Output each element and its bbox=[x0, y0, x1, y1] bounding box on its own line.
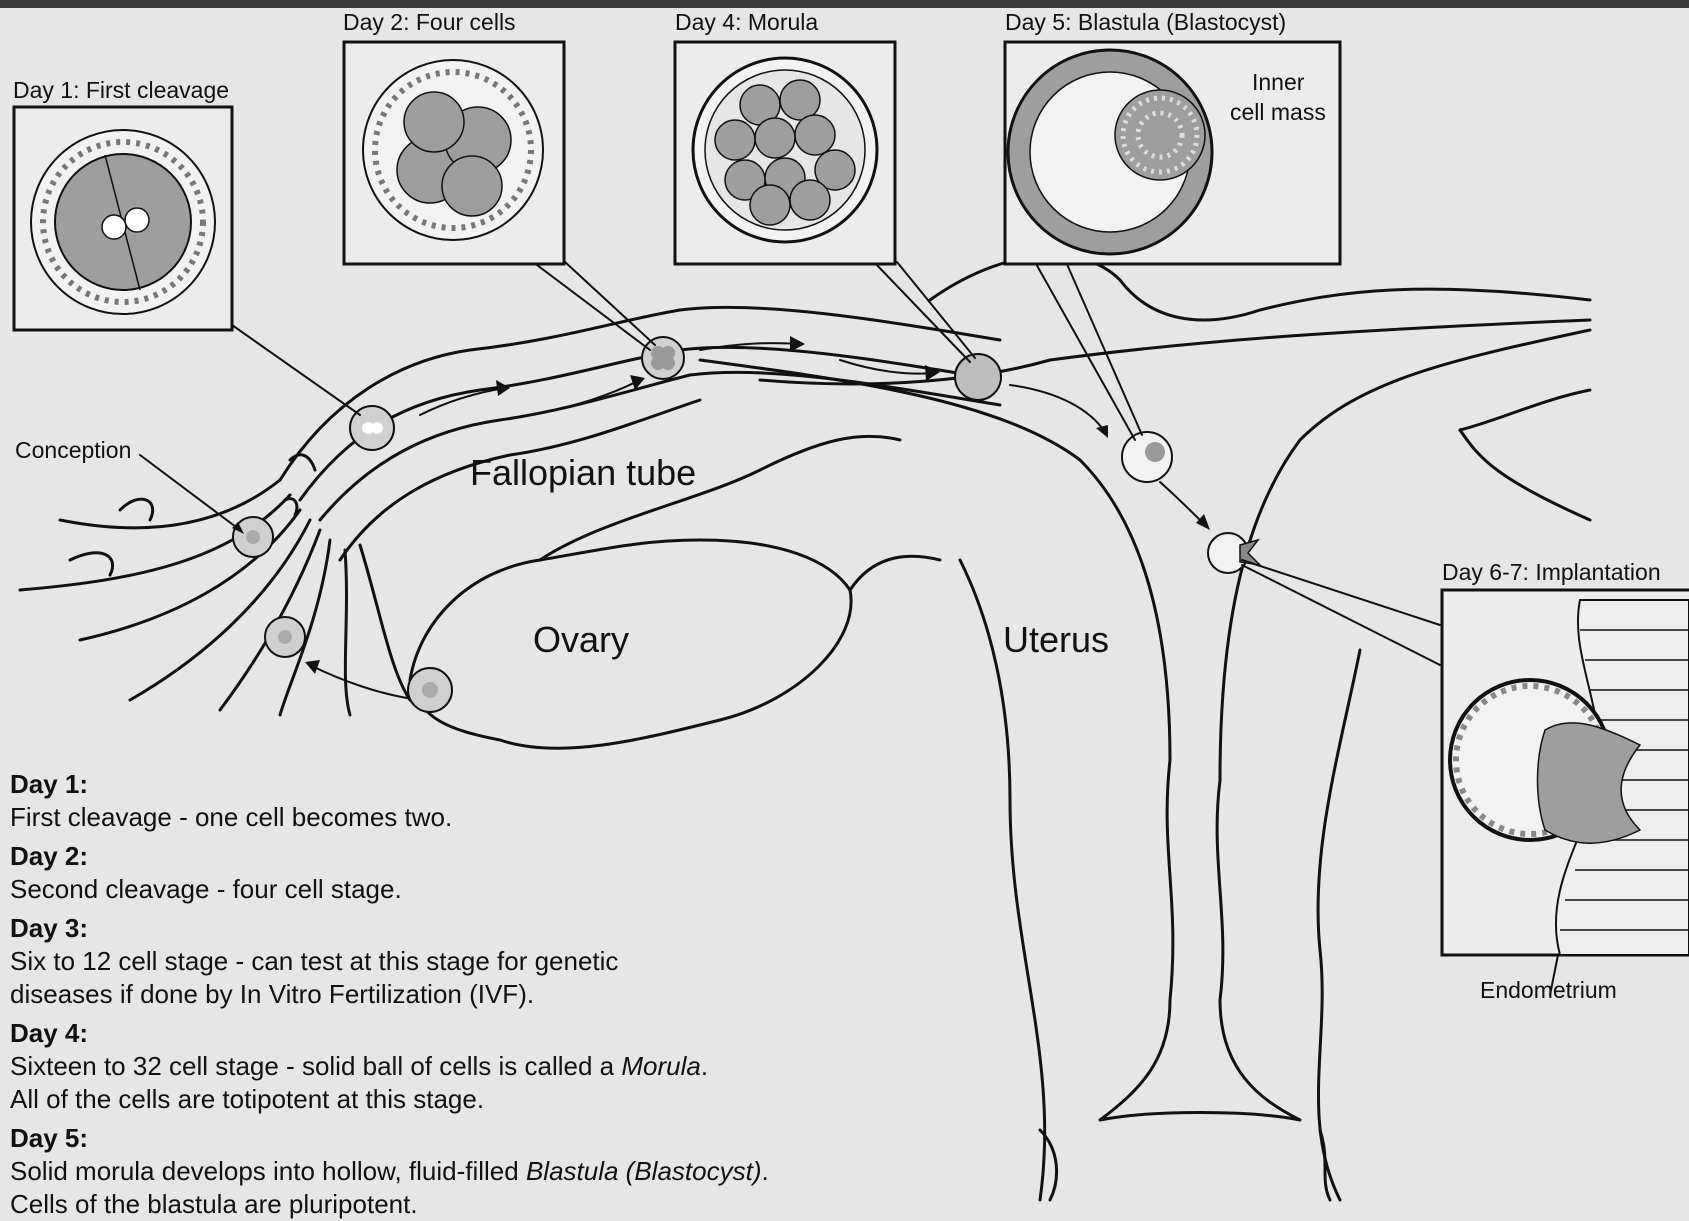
day67-label: Day 6-7: Implantation bbox=[1442, 559, 1661, 585]
day67-callout bbox=[1442, 590, 1689, 955]
uterus-label: Uterus bbox=[1003, 619, 1109, 660]
day4-label: Day 4: Morula bbox=[675, 9, 818, 35]
stage-legend: Day 1: First cleavage - one cell becomes… bbox=[10, 762, 910, 1221]
legend-day5-heading: Day 5: bbox=[10, 1122, 910, 1155]
cell-day4 bbox=[955, 354, 1001, 400]
endometrium-label: Endometrium bbox=[1480, 977, 1617, 1003]
day2-label: Day 2: Four cells bbox=[343, 9, 516, 35]
legend-day1-text: First cleavage - one cell becomes two. bbox=[10, 801, 910, 834]
legend-day5-text-line2: Cells of the blastula are pluripotent. bbox=[10, 1188, 910, 1221]
legend-day3-heading: Day 3: bbox=[10, 912, 910, 945]
inner-cell-mass-label-line1: Inner bbox=[1252, 69, 1305, 95]
day1-callout bbox=[14, 107, 232, 330]
legend-day4-text-line2: All of the cells are totipotent at this … bbox=[10, 1083, 910, 1116]
fallopian-tube-label: Fallopian tube bbox=[470, 452, 696, 493]
legend-day4-heading: Day 4: bbox=[10, 1017, 910, 1050]
day5-label: Day 5: Blastula (Blastocyst) bbox=[1005, 9, 1286, 35]
legend-day1-heading: Day 1: bbox=[10, 768, 910, 801]
legend-day5-text-line1: Solid morula develops into hollow, fluid… bbox=[10, 1155, 910, 1188]
ovary-label: Ovary bbox=[533, 619, 629, 660]
day1-label: Day 1: First cleavage bbox=[13, 77, 229, 103]
legend-day2-text: Second cleavage - four cell stage. bbox=[10, 873, 910, 906]
conception-label: Conception bbox=[15, 437, 131, 463]
legend-day3-text-line2: diseases if done by In Vitro Fertilizati… bbox=[10, 978, 910, 1011]
fimbriae bbox=[20, 455, 410, 715]
inner-cell-mass-label-line2: cell mass bbox=[1230, 99, 1326, 125]
cell-day2 bbox=[642, 337, 684, 379]
legend-day3-text-line1: Six to 12 cell stage - can test at this … bbox=[10, 945, 910, 978]
day4-callout bbox=[675, 42, 895, 264]
legend-day4-text-line1: Sixteen to 32 cell stage - solid ball of… bbox=[10, 1050, 910, 1083]
day2-callout bbox=[344, 42, 564, 264]
legend-day2-heading: Day 2: bbox=[10, 840, 910, 873]
